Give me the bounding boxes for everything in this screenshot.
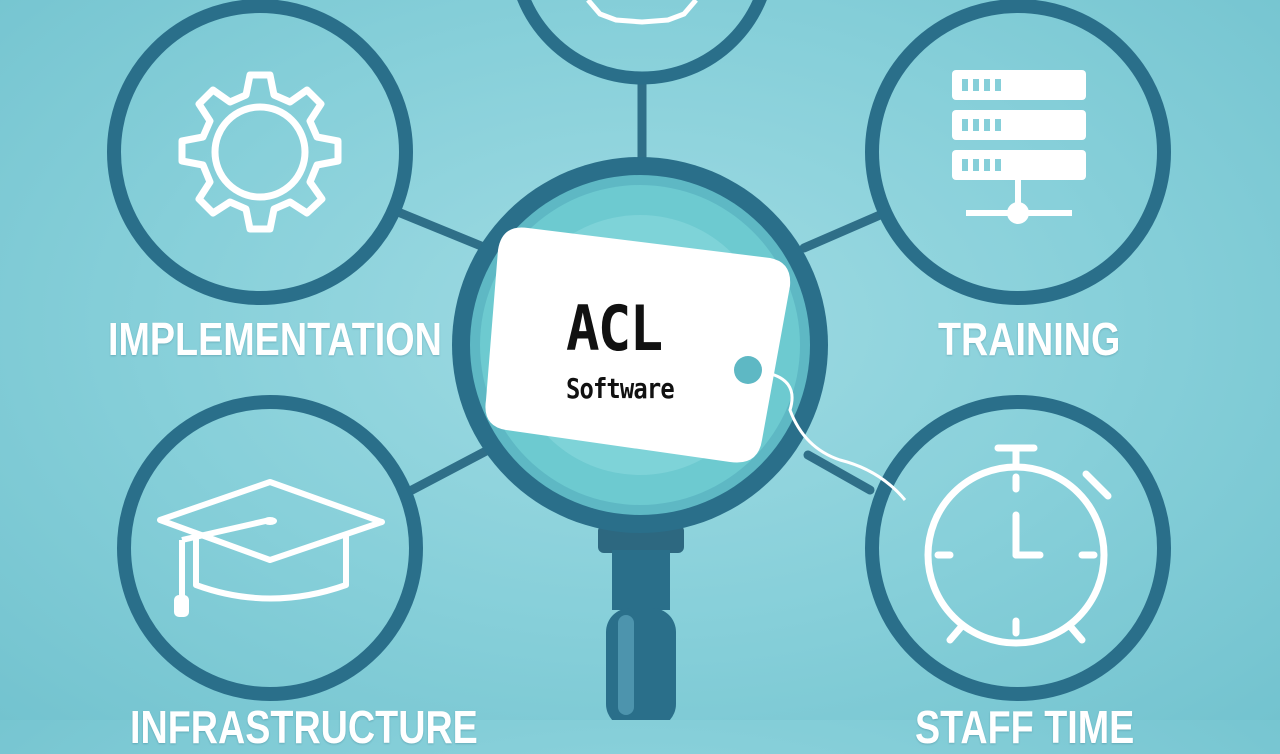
acl-tag	[485, 227, 907, 501]
gear-icon	[178, 71, 342, 233]
connector-bottom-right	[803, 450, 875, 495]
label-training: TRAINING	[938, 313, 1121, 365]
label-staff-time: STAFF TIME	[915, 701, 1135, 753]
node-bottom-left	[117, 395, 423, 701]
connector-bottom-left	[407, 445, 493, 495]
server-rack-icon	[952, 70, 1086, 224]
tag-string	[761, 370, 907, 501]
gear-icon	[586, 0, 698, 25]
node-implementation	[107, 0, 413, 305]
tag-subtitle: Software	[566, 372, 675, 405]
node-training	[865, 0, 1171, 305]
connector-top-left	[393, 207, 491, 253]
graduation-cap-icon	[157, 479, 385, 602]
hub-diagram	[107, 0, 1171, 720]
label-implementation: IMPLEMENTATION	[108, 313, 442, 365]
tag-title: ACL	[566, 292, 663, 365]
connectors	[393, 77, 885, 495]
label-infrastructure: INFRASTRUCTURE	[130, 701, 478, 753]
node-top-center	[517, 0, 767, 85]
magnifier-handle	[598, 525, 684, 720]
stopwatch-icon	[924, 444, 1112, 647]
connector-top-right	[799, 210, 885, 253]
node-bottom-right	[865, 395, 1171, 701]
